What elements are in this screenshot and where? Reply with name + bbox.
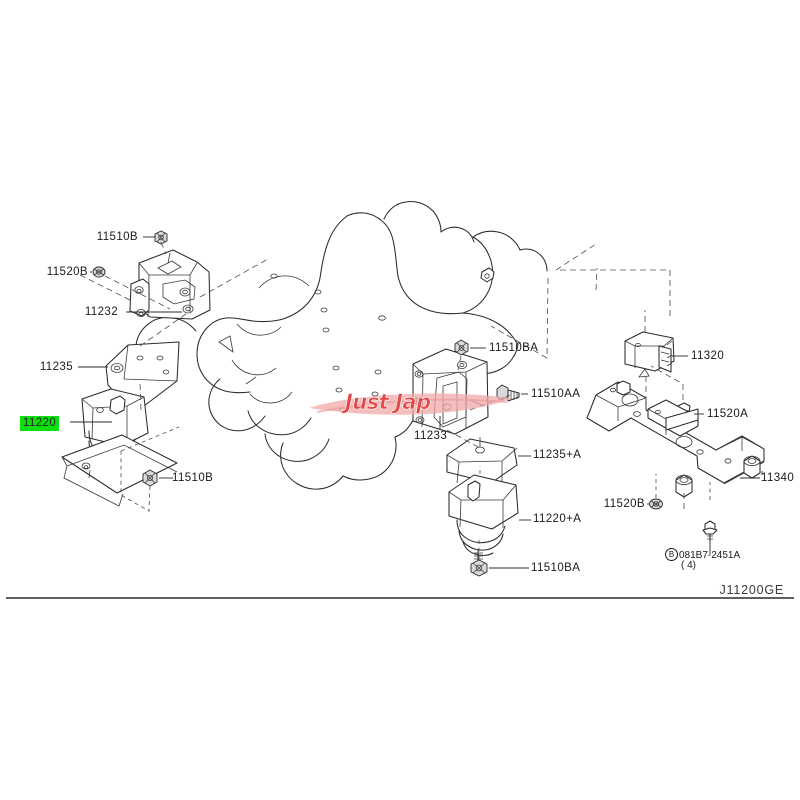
- callout-11510B-bottom: 11510B: [172, 472, 214, 484]
- callout-11520A: 11520A: [707, 408, 749, 420]
- part-11232-bracket: [129, 249, 211, 320]
- callout-11220-highlighted[interactable]: 11220: [20, 416, 60, 431]
- left-assembly-guides: [77, 241, 269, 512]
- part-11340-crossmember: [586, 380, 765, 498]
- callout-11510BA-lower: 11510BA: [531, 562, 581, 574]
- bolt-spec-quantity: ( 4): [681, 560, 696, 571]
- callout-11232: 11232: [84, 306, 118, 318]
- callout-11235A: 11235+A: [533, 449, 582, 461]
- callout-11320: 11320: [691, 350, 725, 362]
- part-11510B-nut-bottom: [142, 469, 158, 487]
- leader-lines-right: [647, 355, 763, 505]
- callout-11233: 11233: [414, 430, 448, 442]
- callout-11510B-top: 11510B: [96, 231, 138, 243]
- right-assembly-guides: [560, 267, 685, 509]
- part-081B7-bolt: [702, 482, 718, 554]
- figure-code: J11200GE: [719, 583, 784, 597]
- leader-lines-center: [439, 347, 531, 569]
- part-11320-mount: [624, 331, 675, 378]
- callout-11520B-right: 11520B: [603, 498, 645, 510]
- part-11510B-nut-top: [154, 230, 168, 245]
- part-11233-bracket: [412, 348, 489, 435]
- callout-11235: 11235: [39, 361, 73, 373]
- part-11220A-mount: [448, 474, 519, 577]
- callout-11510AA: 11510AA: [531, 388, 581, 400]
- callout-11510BA-upper: 11510BA: [489, 342, 539, 354]
- bolt-spec-part: 081B7-2451A: [679, 550, 741, 561]
- callout-11220A: 11220+A: [533, 513, 582, 525]
- bolt-spec-symbol: B: [665, 548, 678, 561]
- callout-11340: 11340: [761, 472, 795, 484]
- part-11235A-plate: [446, 437, 518, 484]
- part-11510BA-nut-center: [454, 339, 469, 356]
- callout-11520B-left: 11520B: [46, 266, 88, 278]
- part-11220-engine-mount: [61, 388, 178, 507]
- part-11520B-washer-right: [649, 498, 663, 510]
- leader-lines-left: [70, 236, 182, 479]
- part-11520B-washer-left: [92, 266, 106, 278]
